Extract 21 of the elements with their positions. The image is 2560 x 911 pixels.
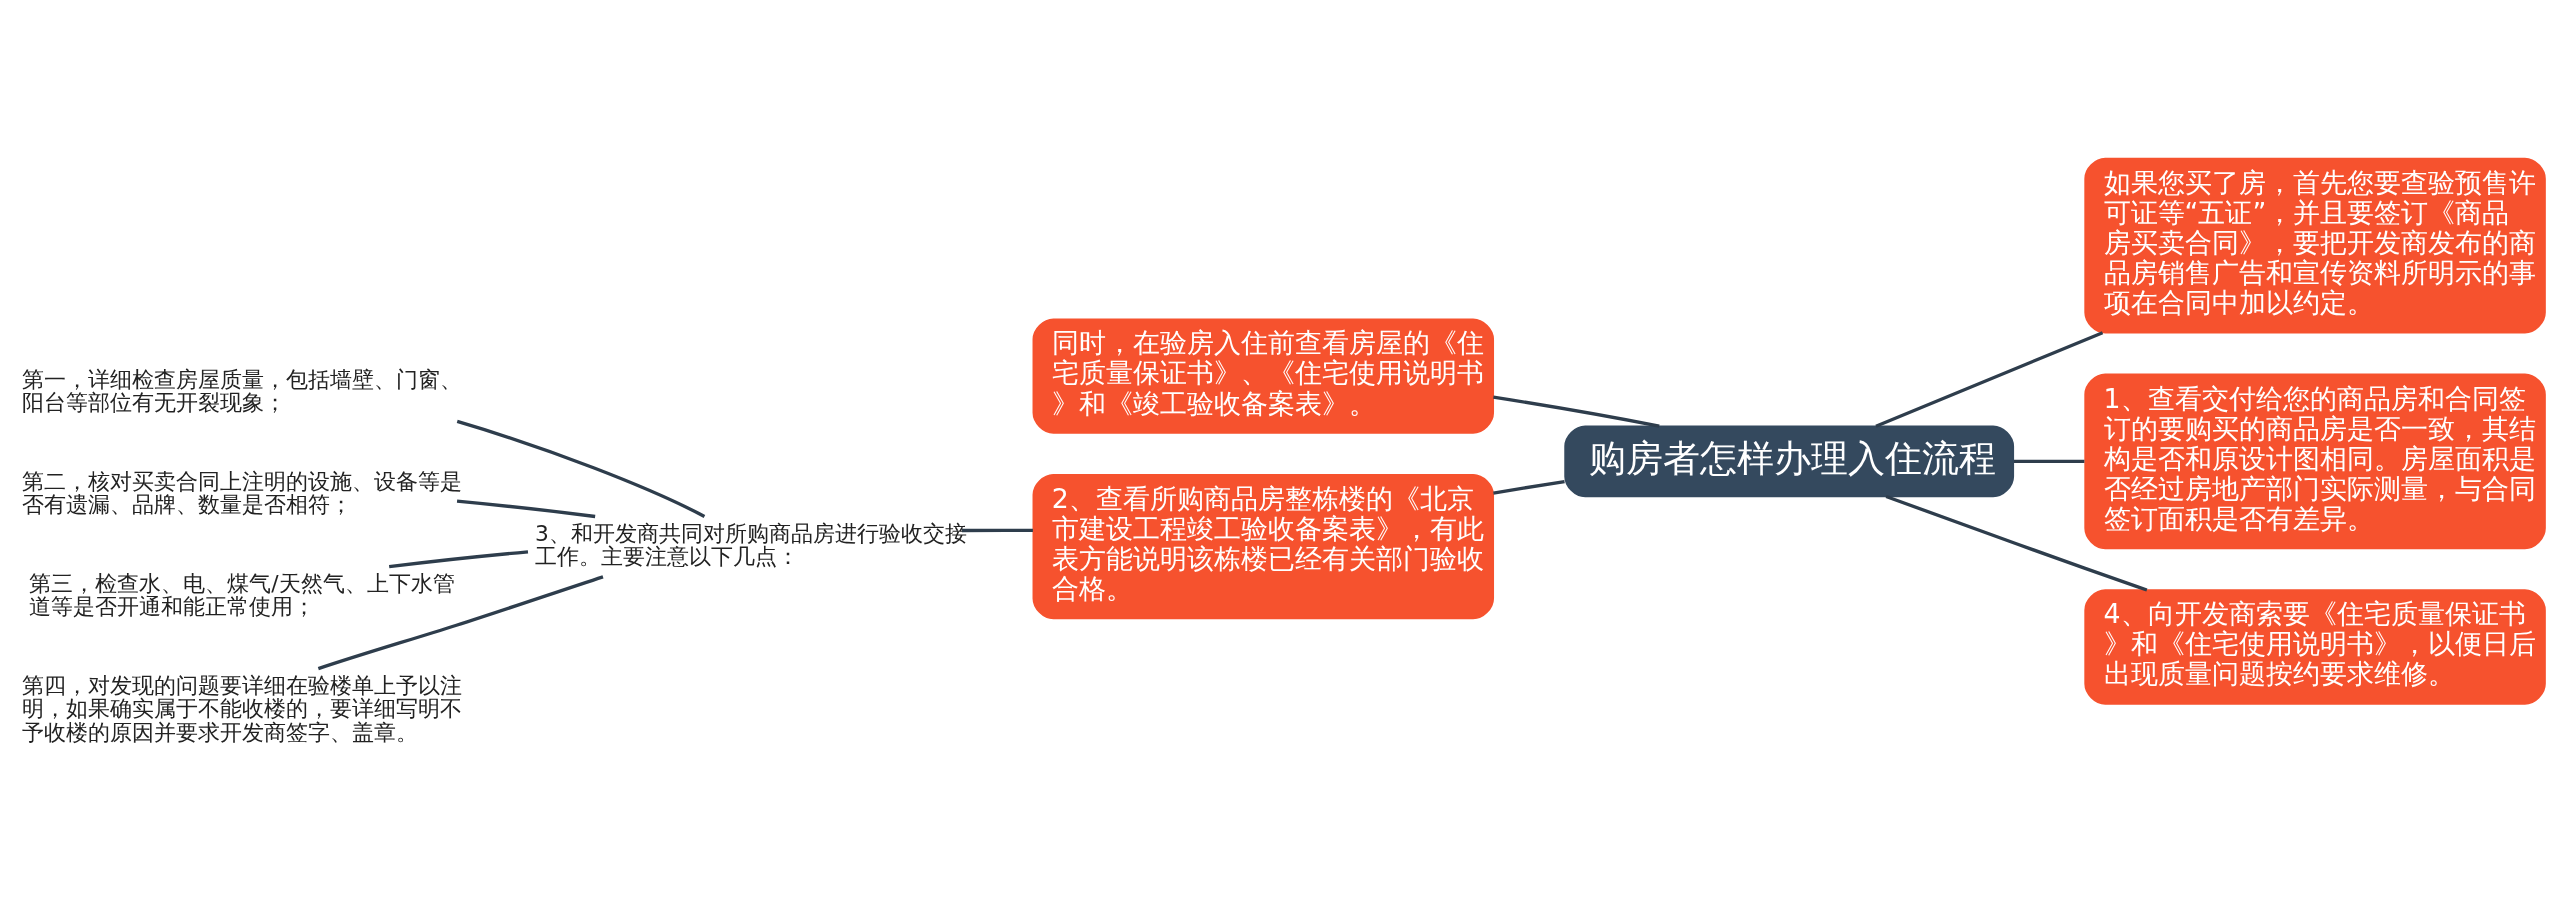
node-box: 4、向开发商索要《住宅质量保证书》和《住宅使用说明书》，以便日后出现质量问题按约要求维修。: [2084, 589, 2546, 705]
connector: [1493, 395, 1660, 428]
connector: [456, 419, 706, 518]
node-text: 第四，对发现的问题要详细在验楼单上予以注明，如果确实属于不能收楼的，要详细写明不予收楼的原因并要求开发商签字、盖章。: [21, 672, 462, 745]
node-text: 第三，检查水、电、煤气/天然气、上下水管道等是否开通和能正常使用；: [29, 570, 455, 620]
node-box: 同时，在验房入住前查看房屋的《住宅质量保证书》、《住宅使用说明书》和《竣工验收备案表》。: [1032, 318, 1495, 434]
connector: [388, 550, 529, 569]
node-box: 购房者怎样办理入住流程: [1564, 425, 2015, 498]
connector: [456, 499, 596, 519]
node-text: 3、和开发商共同对所购商品房进行验收交接工作。主要注意以下几点：: [535, 520, 967, 570]
connector: [317, 575, 604, 671]
connector: [1885, 494, 2148, 592]
connector: [962, 528, 1033, 533]
node-box: 如果您买了房，首先您要查验预售许可证等“五证”，并且要签订《商品房买卖合同》，要把开发商发布的商品房销售广告和宣传资料所明示的事项在合同中加以约定。: [2084, 157, 2546, 334]
node-text: 第一，详细检查房屋质量，包括墙壁、门窗、阳台等部位有无开裂现象；: [21, 366, 462, 416]
connector: [1875, 331, 2104, 428]
node-box: 2、查看所购商品房整栋楼的《北京市建设工程竣工验收备案表》，有此表方能说明该栋楼已经有关部门验收合格。: [1032, 473, 1495, 620]
connector: [2013, 459, 2085, 464]
node-box: 1、查看交付给您的商品房和合同签订的要购买的商品房是否一致，其结构是否和原设计图相同。房屋面积是否经过房地产部门实际测量，与合同签订面积是否有差异。: [2084, 373, 2546, 550]
node-text: 第二，核对买卖合同上注明的设施、设备等是否有遗漏、品牌、数量是否相符；: [21, 468, 462, 518]
connector: [1493, 479, 1565, 495]
